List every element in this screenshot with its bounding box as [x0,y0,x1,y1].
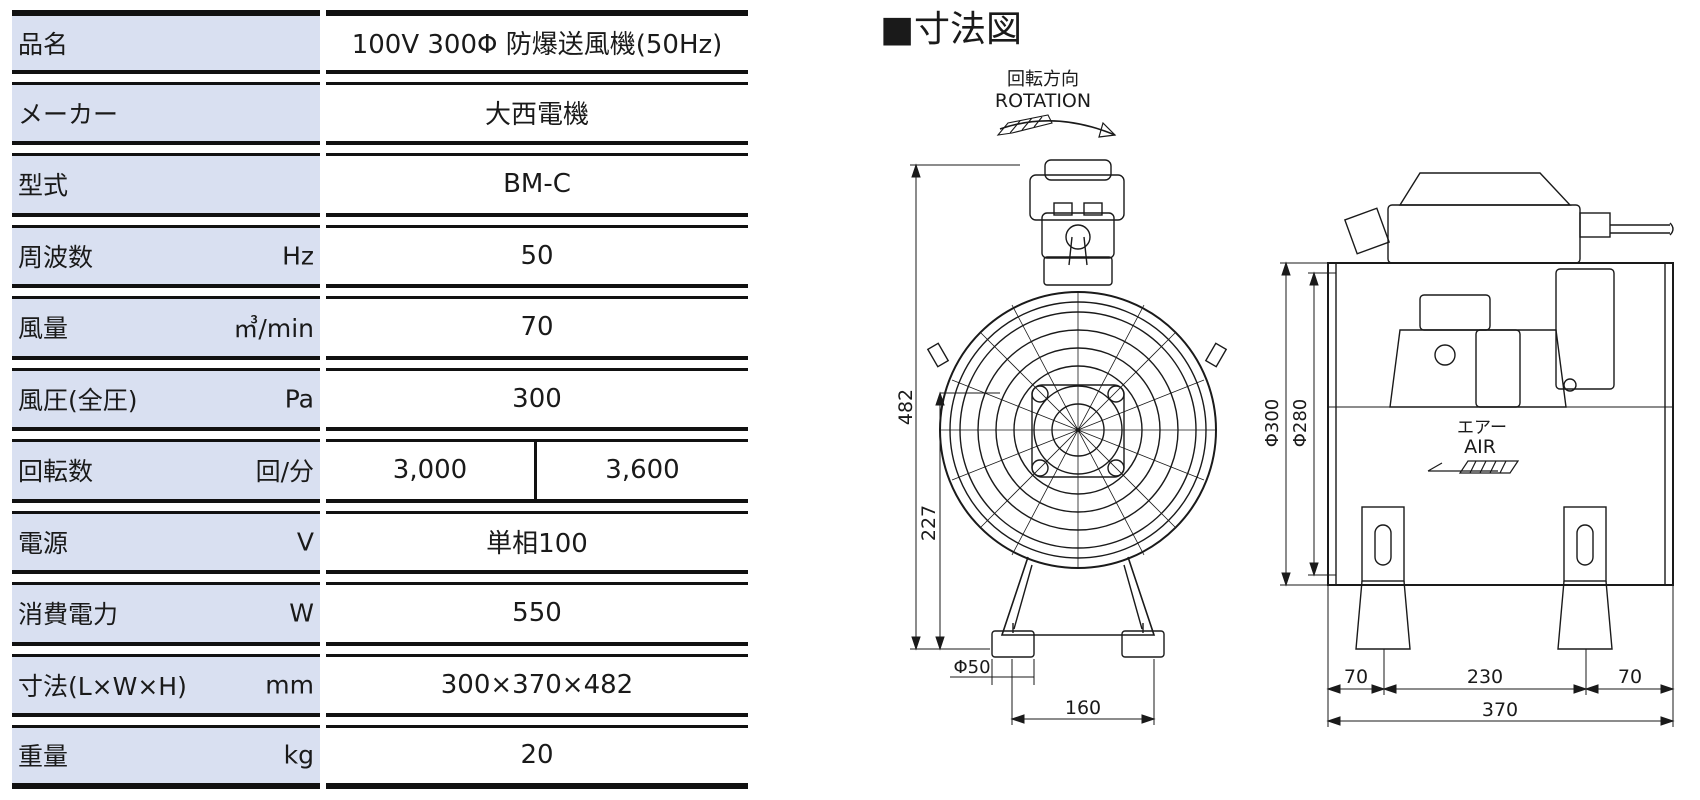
side-dimensions [1280,261,1675,727]
side-view [1327,172,1674,650]
spec-label-cell: 電源 V [12,510,320,574]
spec-row-weight: 重量 kg 20 [12,721,748,793]
spec-value-50hz: 3,000 [326,442,537,499]
spec-label: 重量 [18,742,69,772]
spec-row-model: 型式 BM-C [12,149,748,221]
spec-row-dimensions: 寸法(L×W×H) mm 300×370×482 [12,650,748,722]
spec-label-cell: 寸法(L×W×H) mm [12,653,320,717]
spec-row-product-name: 品名 100V 300Φ 防爆送風機(50Hz) [12,6,748,78]
air-label-en: AIR [1464,436,1496,458]
spec-value: BM-C [326,153,748,217]
dim-outer-dia: Φ300 [1262,399,1283,448]
spec-unit: Hz [282,241,314,271]
spec-value: 100V 300Φ 防爆送風機(50Hz) [326,10,748,74]
spec-table: 品名 100V 300Φ 防爆送風機(50Hz) メーカー 大西電機 型式 BM… [12,6,748,793]
spec-value: 大西電機 [326,81,748,145]
spec-value: 300 [326,367,748,431]
spec-label-cell: 周波数 Hz [12,224,320,288]
spec-label-cell: メーカー [12,81,320,145]
spec-unit: kg [283,740,314,770]
spec-label: 消費電力 [18,600,119,630]
spec-value: 単相100 [326,510,748,574]
spec-label-cell: 型式 [12,153,320,217]
front-view [926,159,1228,658]
spec-label-cell: 消費電力 W [12,582,320,646]
spec-label: 風圧(全圧) [18,385,138,415]
dim-height: 482 [895,389,917,425]
spec-label-cell: 回転数 回/分 [12,439,320,503]
spec-row-maker: メーカー 大西電機 [12,78,748,150]
spec-row-power-supply: 電源 V 単相100 [12,507,748,579]
dim-foot-span: 160 [1065,697,1101,719]
spec-unit: W [289,598,314,628]
spec-label: メーカー [18,99,119,129]
spec-value: 300×370×482 [326,653,748,717]
spec-value: 3,000 3,600 [326,439,748,503]
spec-value: 70 [326,296,748,360]
spec-label: 寸法(L×W×H) [18,671,187,701]
spec-unit: 回/分 [255,457,314,487]
dim-right-offset: 70 [1618,666,1642,688]
spec-value: 50 [326,224,748,288]
spec-label: 電源 [18,528,69,558]
air-arrow [1427,460,1520,474]
air-label-jp: エアー [1457,418,1507,438]
rotation-label-jp: 回転方向 [1007,69,1079,90]
spec-label-cell: 品名 [12,10,320,74]
drawing-title: ■寸法図 [880,9,1023,50]
spec-value: 20 [326,725,748,789]
spec-row-power-consumption: 消費電力 W 550 [12,578,748,650]
spec-unit: Pa [284,384,314,414]
spec-unit: ㎥/min [233,314,314,344]
spec-unit: mm [265,670,314,700]
dim-total-length: 370 [1482,699,1518,721]
spec-value-60hz: 3,600 [605,455,680,486]
rotation-arrow [999,120,1116,136]
rotation-label-en: ROTATION [995,90,1091,112]
spec-label: 型式 [18,171,69,201]
spec-row-frequency: 周波数 Hz 50 [12,221,748,293]
dim-axis-height: 227 [918,505,940,541]
spec-label-cell: 風圧(全圧) Pa [12,367,320,431]
rotation-hatch [996,114,1053,136]
spec-value: 550 [326,582,748,646]
spec-label: 回転数 [18,457,94,487]
spec-unit: V [296,527,314,557]
dim-inner-dia: Φ280 [1290,399,1311,448]
dim-middle-span: 230 [1467,666,1503,688]
dim-foot-hole: Φ50 [953,657,990,678]
spec-row-rpm: 回転数 回/分 3,000 3,600 [12,435,748,507]
spec-label: 風量 [18,314,69,344]
dim-left-offset: 70 [1344,666,1368,688]
spec-label: 品名 [18,29,69,59]
spec-label: 周波数 [18,242,94,272]
spec-label-cell: 重量 kg [12,725,320,789]
dimension-drawing: 回転方向 ROTATION [895,69,1675,727]
front-dimensions [910,163,1156,725]
spec-label-cell: 風量 ㎥/min [12,296,320,360]
spec-row-airflow: 風量 ㎥/min 70 [12,292,748,364]
spec-row-pressure: 風圧(全圧) Pa 300 [12,364,748,436]
